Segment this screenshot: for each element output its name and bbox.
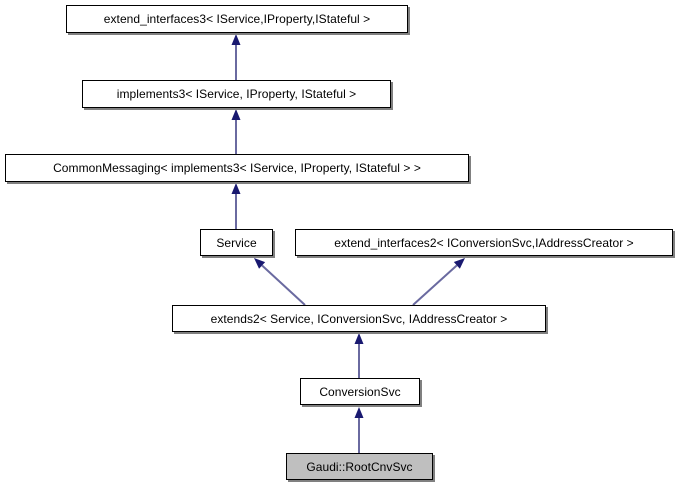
arrow-head — [231, 183, 241, 194]
class-node-Service[interactable]: Service — [200, 229, 273, 256]
class-node-label: CommonMessaging< implements3< IService, … — [53, 161, 421, 175]
inheritance-arrow-e3 — [231, 183, 241, 229]
arrow-head — [453, 258, 465, 269]
class-node-implements3[interactable]: implements3< IService, IProperty, IState… — [82, 80, 391, 108]
arrow-head — [354, 333, 364, 344]
inheritance-arrow-e4 — [254, 258, 306, 306]
class-node-extend_interfaces3[interactable]: extend_interfaces3< IService,IProperty,I… — [66, 5, 408, 33]
class-node-Gaudi_RootCnvSvc[interactable]: Gaudi::RootCnvSvc — [286, 453, 433, 480]
arrow-head — [354, 407, 364, 418]
class-node-CommonMessaging[interactable]: CommonMessaging< implements3< IService, … — [5, 154, 469, 182]
class-node-label: extend_interfaces3< IService,IProperty,I… — [103, 12, 371, 26]
class-node-label: implements3< IService, IProperty, IState… — [116, 87, 357, 101]
class-node-label: extends2< Service, IConversionSvc, IAddr… — [210, 311, 508, 326]
inheritance-arrow-e7 — [354, 407, 364, 453]
class-node-label: ConversionSvc — [319, 384, 401, 399]
arrow-head — [254, 258, 266, 269]
class-node-label: Service — [216, 235, 257, 250]
class-node-ConversionSvc[interactable]: ConversionSvc — [300, 378, 420, 405]
arrow-shaft — [261, 264, 306, 306]
class-node-extends2[interactable]: extends2< Service, IConversionSvc, IAddr… — [172, 305, 546, 332]
class-node-extend_interfaces2[interactable]: extend_interfaces2< IConversionSvc,IAddr… — [295, 229, 673, 256]
inheritance-arrow-e1 — [231, 34, 241, 80]
class-node-label: Gaudi::RootCnvSvc — [306, 459, 413, 474]
inheritance-arrow-e5 — [412, 258, 465, 306]
inheritance-arrow-e2 — [231, 109, 241, 154]
arrow-head — [231, 109, 241, 120]
inheritance-arrow-e6 — [354, 333, 364, 378]
arrow-head — [231, 34, 241, 45]
class-node-label: extend_interfaces2< IConversionSvc,IAddr… — [334, 235, 634, 250]
arrow-shaft — [412, 264, 458, 306]
